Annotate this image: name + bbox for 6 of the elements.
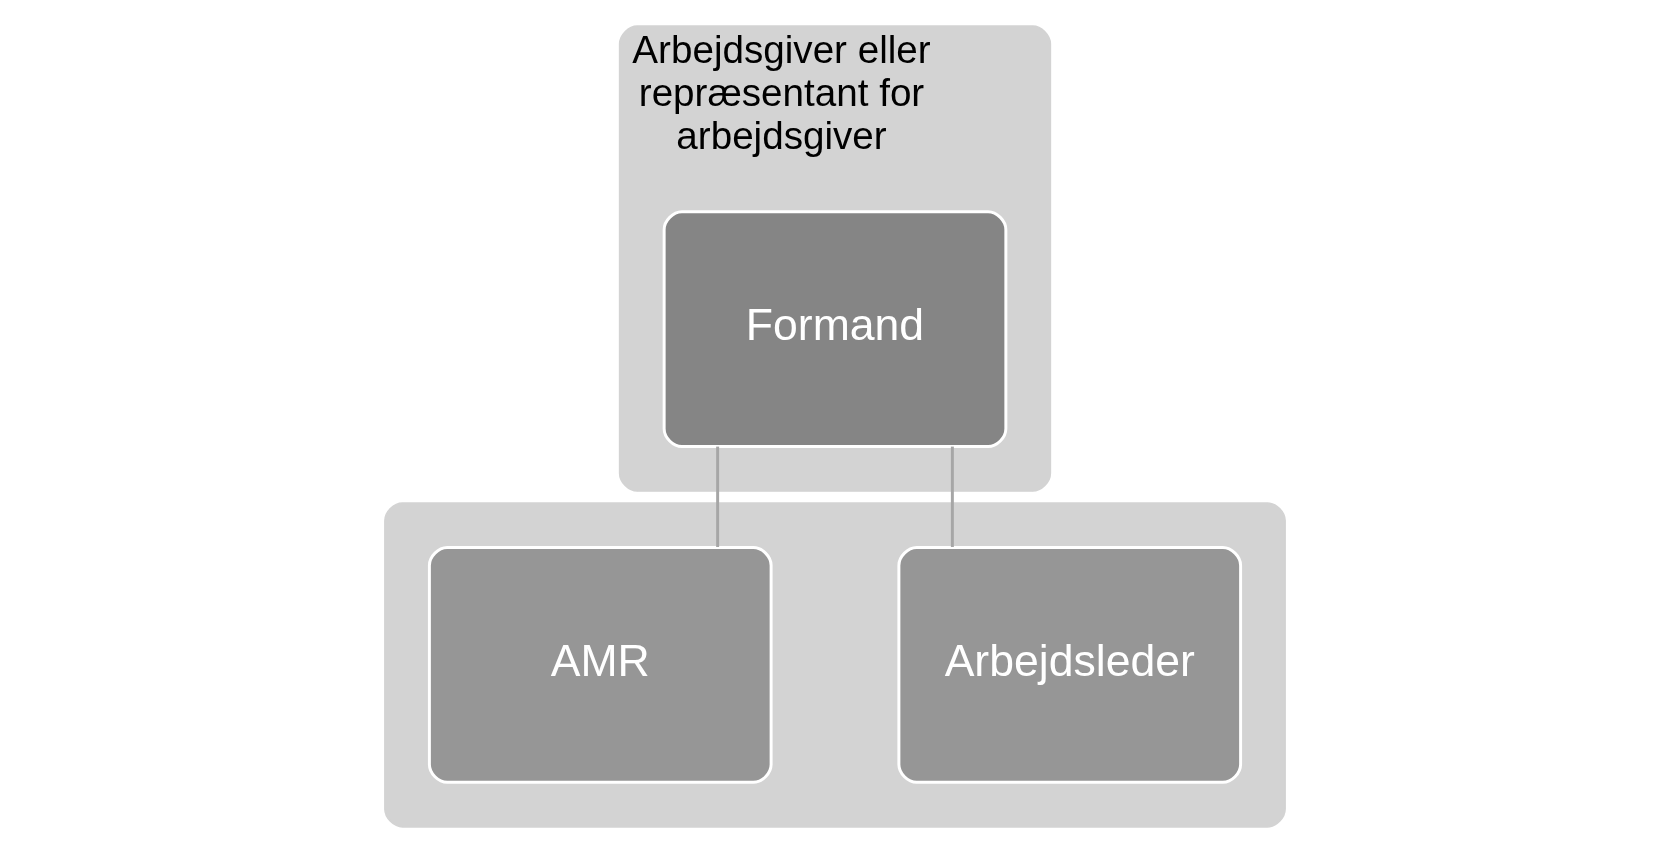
node-box: Arbejdsleder: [896, 546, 1242, 784]
connector: [950, 446, 954, 547]
connector: [715, 446, 719, 547]
node-box: AMR: [427, 546, 773, 784]
node-box: Formand: [662, 210, 1007, 449]
cluster: [383, 502, 1286, 828]
